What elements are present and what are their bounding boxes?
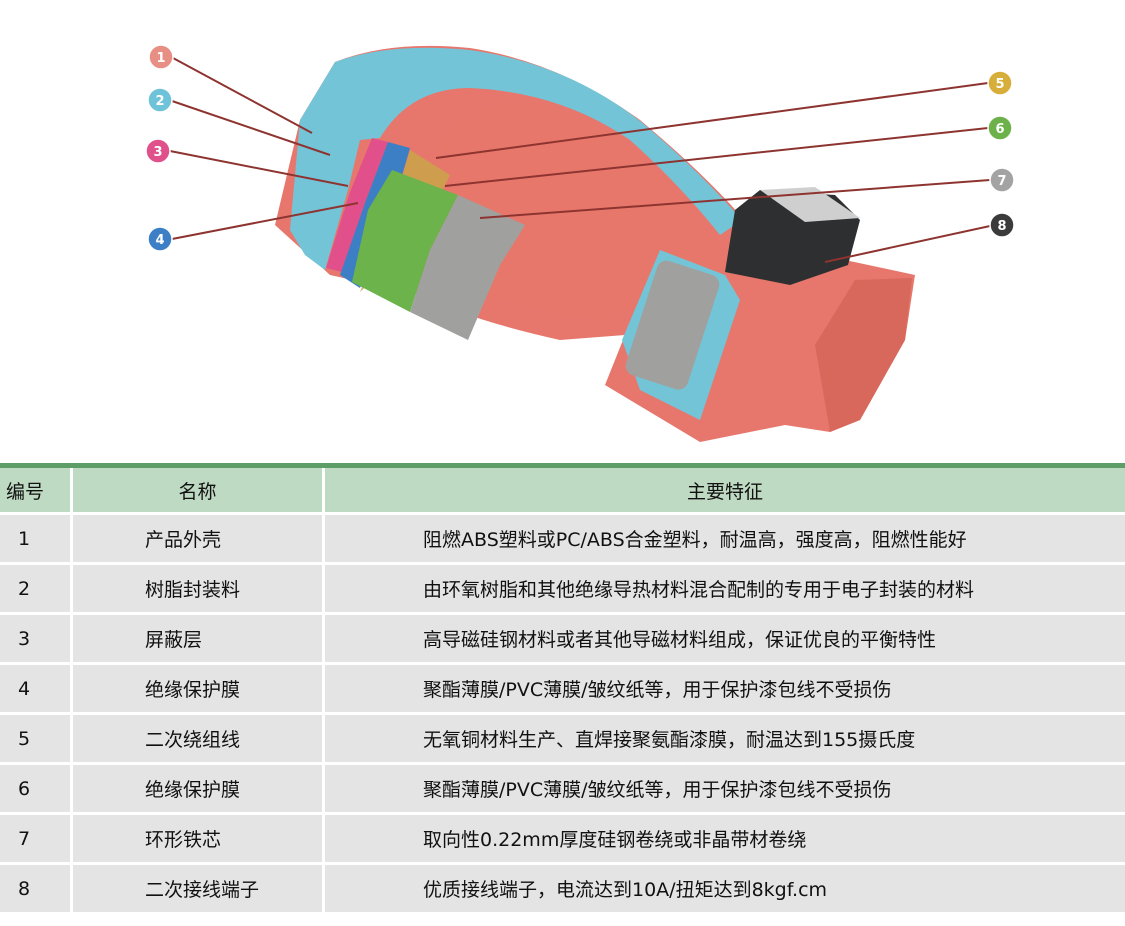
leader-5: [435, 82, 989, 159]
leader-1: [172, 57, 313, 134]
callout-2: 2: [147, 87, 173, 113]
header-id: 编号: [0, 468, 73, 515]
row-id: 2: [0, 565, 73, 615]
svg-text:3: 3: [153, 145, 162, 160]
row-feature: 阻燃ABS塑料或PC/ABS合金塑料，耐温高，强度高，阻燃性能好: [325, 515, 1125, 565]
row-name: 产品外壳: [73, 515, 325, 565]
row-id: 7: [0, 815, 73, 865]
row-feature: 高导磁硅钢材料或者其他导磁材料组成，保证优良的平衡特性: [325, 615, 1125, 665]
leader-8: [824, 225, 991, 263]
row-feature: 优质接线端子，电流达到10A/扭矩达到8kgf.cm: [325, 865, 1125, 915]
transformer-cutaway-illustration: 1 2 3 4 5 6 7 8: [145, 44, 1015, 442]
table-row: 6 绝缘保护膜 聚酯薄膜/PVC薄膜/皱纹纸等，用于保护漆包线不受损伤: [0, 765, 1125, 815]
callout-1: 1: [148, 44, 174, 70]
row-id: 1: [0, 515, 73, 565]
row-name: 二次接线端子: [73, 865, 325, 915]
leader-4: [171, 202, 359, 240]
table-row: 2 树脂封装料 由环氧树脂和其他绝缘导热材料混合配制的专用于电子封装的材料: [0, 565, 1125, 615]
leader-7: [479, 179, 991, 219]
table-row: 7 环形铁芯 取向性0.22mm厚度硅钢卷绕或非晶带材卷绕: [0, 815, 1125, 865]
row-id: 3: [0, 615, 73, 665]
row-feature: 聚酯薄膜/PVC薄膜/皱纹纸等，用于保护漆包线不受损伤: [325, 665, 1125, 715]
core-window: [625, 260, 720, 390]
component-table: 编号 名称 主要特征 1 产品外壳 阻燃ABS塑料或PC/ABS合金塑料，耐温高…: [0, 468, 1125, 915]
svg-text:8: 8: [997, 219, 1006, 234]
row-name: 环形铁芯: [73, 815, 325, 865]
leader-6: [444, 127, 989, 187]
insulation-film-6: [352, 170, 458, 312]
resin-left-face: [290, 62, 360, 270]
spec-table: 编号 名称 主要特征 1 产品外壳 阻燃ABS塑料或PC/ABS合金塑料，耐温高…: [0, 463, 1125, 921]
callout-4: 4: [147, 226, 173, 252]
resin-ring-top: [335, 47, 742, 235]
row-id: 5: [0, 715, 73, 765]
row-name: 绝缘保护膜: [73, 665, 325, 715]
row-feature: 无氧铜材料生产、直焊接聚氨酯漆膜，耐温达到155摄氏度: [325, 715, 1125, 765]
toroidal-core: [410, 195, 525, 340]
row-name: 绝缘保护膜: [73, 765, 325, 815]
table-row: 4 绝缘保护膜 聚酯薄膜/PVC薄膜/皱纹纸等，用于保护漆包线不受损伤: [0, 665, 1125, 715]
row-name: 屏蔽层: [73, 615, 325, 665]
svg-text:1: 1: [156, 51, 165, 66]
header-feature: 主要特征: [325, 468, 1125, 515]
callout-6: 6: [987, 115, 1013, 141]
row-feature: 取向性0.22mm厚度硅钢卷绕或非晶带材卷绕: [325, 815, 1125, 865]
row-name: 树脂封装料: [73, 565, 325, 615]
table-row: 3 屏蔽层 高导磁硅钢材料或者其他导磁材料组成，保证优良的平衡特性: [0, 615, 1125, 665]
callout-3: 3: [145, 138, 171, 164]
row-id: 4: [0, 665, 73, 715]
callout-5: 5: [987, 70, 1013, 96]
svg-text:2: 2: [155, 94, 164, 109]
svg-text:7: 7: [997, 174, 1006, 189]
header-name: 名称: [73, 468, 325, 515]
row-name: 二次绕组线: [73, 715, 325, 765]
svg-text:6: 6: [995, 122, 1004, 137]
table-row: 8 二次接线端子 优质接线端子，电流达到10A/扭矩达到8kgf.cm: [0, 865, 1125, 915]
table-header-row: 编号 名称 主要特征: [0, 468, 1125, 515]
callout-7: 7: [989, 167, 1015, 193]
row-id: 6: [0, 765, 73, 815]
row-feature: 由环氧树脂和其他绝缘导热材料混合配制的专用于电子封装的材料: [325, 565, 1125, 615]
leader-2: [171, 100, 331, 156]
shield-layer-strip: [326, 138, 388, 272]
table-row: 1 产品外壳 阻燃ABS塑料或PC/ABS合金塑料，耐温高，强度高，阻燃性能好: [0, 515, 1125, 565]
svg-text:5: 5: [995, 77, 1004, 92]
cutaway-diagram: 1 2 3 4 5 6 7 8: [0, 0, 1125, 462]
leader-3: [169, 150, 349, 187]
row-id: 8: [0, 865, 73, 915]
callout-8: 8: [989, 212, 1015, 238]
table-row: 5 二次绕组线 无氧铜材料生产、直焊接聚氨酯漆膜，耐温达到155摄氏度: [0, 715, 1125, 765]
svg-text:4: 4: [155, 233, 164, 248]
row-feature: 聚酯薄膜/PVC薄膜/皱纹纸等，用于保护漆包线不受损伤: [325, 765, 1125, 815]
shell-honeycomb-end: [815, 278, 912, 432]
